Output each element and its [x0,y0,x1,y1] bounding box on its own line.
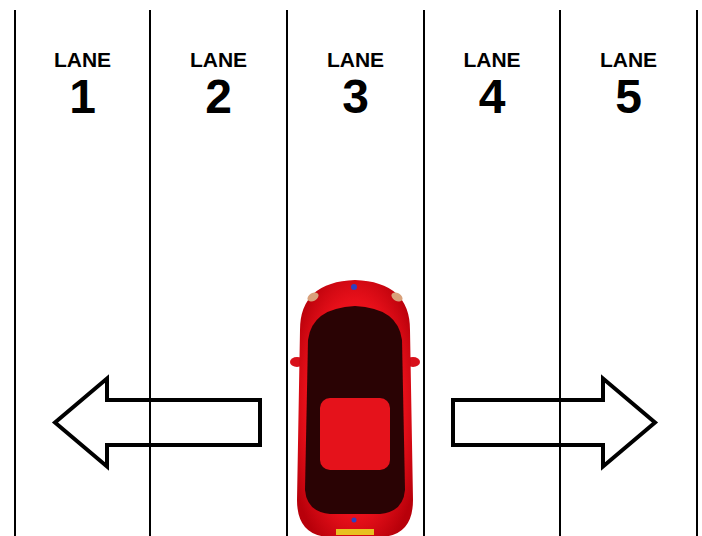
number-plate [336,529,374,535]
headlight [390,291,404,304]
lane-band: LANE 4 [424,0,560,536]
lane-divider [149,10,151,536]
lane-divider [14,10,16,536]
lane-divider [423,10,425,536]
lane-label: LANE [287,49,424,71]
lane-label: LANE [560,49,697,71]
lane-number: 5 [560,75,697,119]
lane-divider [696,10,698,536]
lane-number: 4 [424,75,560,119]
lane-band: LANE 5 [560,0,697,536]
lane-change-arrow [55,379,260,467]
car-badge [352,518,357,523]
lane-number: 2 [150,75,287,119]
lane-label: LANE [150,49,287,71]
headlight [306,291,320,304]
lane-number: 1 [15,75,150,119]
car-body [297,280,413,536]
lane-label: LANE [424,49,560,71]
lane-label: LANE [15,49,150,71]
lane-band: LANE 2 [150,0,287,536]
car-badge [351,284,357,290]
lane-band: LANE 1 [15,0,150,536]
lane-divider [286,10,288,536]
car-roof [320,398,390,470]
lane-number: 3 [287,75,424,119]
lane-change-arrow [453,379,655,467]
lane-divider [559,10,561,536]
car-windows [305,306,405,514]
